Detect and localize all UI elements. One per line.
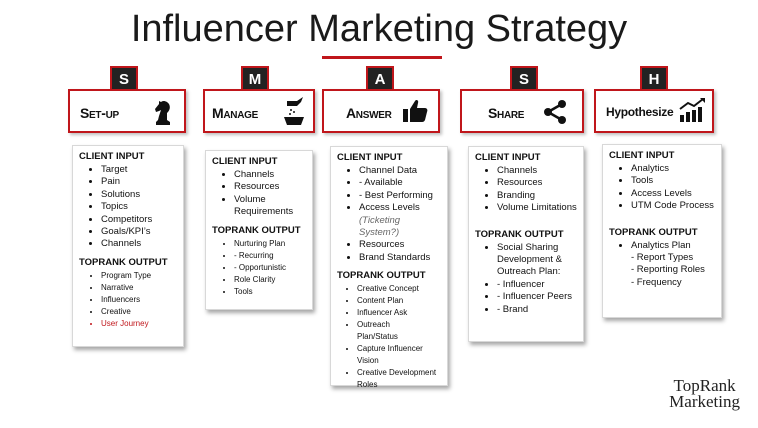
list-item: Resources [497,177,577,189]
panel-hypothesize: CLIENT INPUT Analytics Tools Access Leve… [602,144,722,318]
header-label: Hypothesize [606,105,674,119]
header-answer: Answer [322,89,440,133]
header-label: Share [488,105,525,121]
list-item: - Influencer Peers [497,291,577,303]
share-icon [542,99,568,130]
list-item: Solutions [101,189,177,201]
list-item: Influencers [101,294,177,306]
list-item: Tools [631,175,715,187]
header-share: Share [460,89,584,133]
list-item: Program Type [101,270,177,282]
header-label: Manage [212,105,258,121]
list-item: User Journey [101,318,177,330]
list-item: Access Levels [631,188,715,200]
list-item: Branding [497,190,577,202]
thumbs-up-icon [402,98,428,129]
list-item: Creative [101,306,177,318]
client-input-heading: CLIENT INPUT [212,156,278,167]
list-item: - Opportunistic [234,262,306,274]
list-item: Creative Concept [357,283,441,295]
client-input-heading: CLIENT INPUT [79,151,145,162]
list-item: - Brand [497,304,577,316]
list-item: Capture Influencer Vision [357,343,437,367]
list-item: Goals/KPI’s [101,226,177,238]
client-input-heading: CLIENT INPUT [337,152,403,163]
list-item: Competitors [101,214,177,226]
list-item: Social Sharing Development & Outreach Pl… [497,242,575,279]
list-item: Brand Standards [359,252,441,264]
header-label: Answer [346,105,392,121]
list-item: UTM Code Process [631,200,715,212]
header-label: Set-up [80,105,119,121]
list-item: Narrative [101,282,177,294]
bar-chart-icon [678,97,706,128]
list-item: Pain [101,176,177,188]
panel-manage: CLIENT INPUT Channels Resources Volume R… [205,150,313,310]
list-item: Channels [234,169,306,181]
client-input-heading: CLIENT INPUT [609,150,675,161]
header-hypothesize: Hypothesize [594,89,714,133]
chess-knight-icon [152,99,174,132]
list-item: Content Plan [357,295,441,307]
panel-answer: CLIENT INPUT Channel Data - Available - … [330,146,448,389]
list-item: Role Clarity [234,274,306,286]
list-item: Volume Requirements [234,194,306,219]
output-heading: TOPRANK OUTPUT [475,228,564,240]
list-item-note: (Ticketing System?) [359,214,401,239]
header-set-up: Set-up [68,89,186,133]
toprank-logo: TopRank Marketing [669,376,740,411]
list-item: Access Levels [359,202,441,214]
list-item: Tools [234,286,306,298]
list-item: - Report Types [631,252,694,264]
list-item: Volume Limitations [497,202,577,214]
list-item: - Reporting Roles [631,264,705,276]
panel-set-up: CLIENT INPUT Target Pain Solutions Topic… [72,145,184,347]
page-title: Influencer Marketing Strategy [130,8,628,50]
list-item: - Best Performing [359,190,441,202]
list-item: Nurturing Plan [234,238,306,250]
list-item: Target [101,164,177,176]
output-heading: TOPRANK OUTPUT [212,224,301,236]
list-item: - Frequency [631,276,682,288]
header-manage: Manage [203,89,315,133]
list-item: Analytics Plan [631,240,715,252]
watering-can-icon [281,97,307,132]
title-underline [322,56,442,59]
client-input-heading: CLIENT INPUT [475,152,541,163]
output-heading: TOPRANK OUTPUT [79,256,168,268]
list-item: Channels [497,165,577,177]
list-item: Resources [234,181,306,193]
list-item: - Recurring [234,250,306,262]
list-item: Creative Development Roles [357,367,437,391]
list-item: Influencer Ask [357,307,441,319]
output-heading: TOPRANK OUTPUT [609,226,698,238]
list-item: - Available [359,177,441,189]
brand-line-1: TopRank [673,376,736,395]
list-item: Topics [101,201,177,213]
panel-share: CLIENT INPUT Channels Resources Branding… [468,146,584,342]
list-item: Resources [359,239,441,251]
list-item: Channels [101,238,177,250]
list-item: Analytics [631,163,715,175]
list-item: Outreach Plan/Status [357,319,427,343]
output-heading: TOPRANK OUTPUT [337,270,426,282]
list-item: Channel Data [359,165,441,177]
list-item: - Influencer [497,279,577,291]
brand-line-2: Marketing [669,392,740,411]
